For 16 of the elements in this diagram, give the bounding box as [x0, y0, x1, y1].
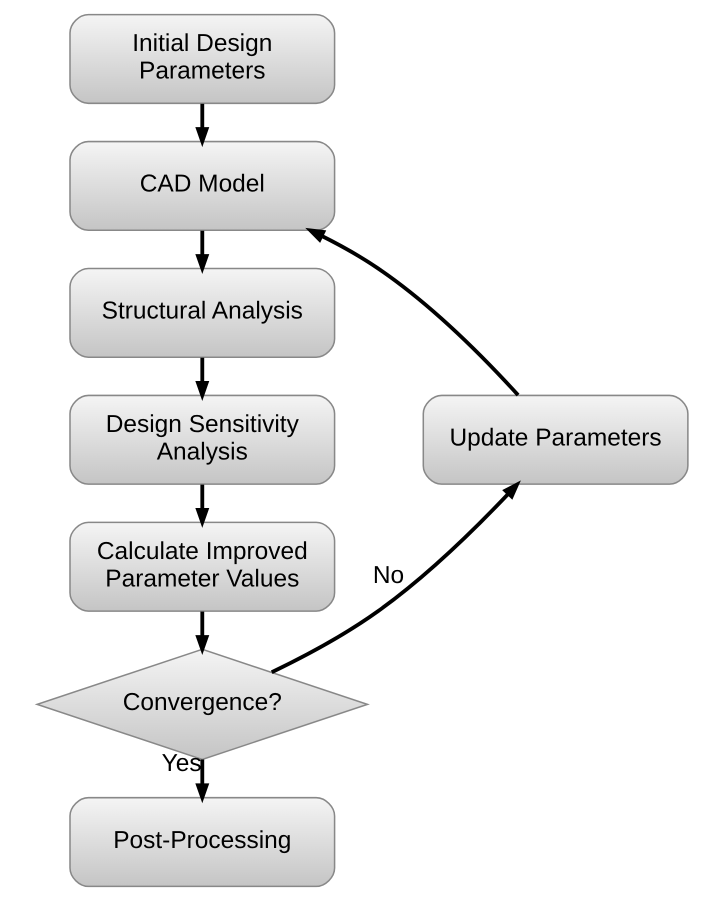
- node-box: Design Sensitivity Analysis: [68, 394, 335, 485]
- node-box: Calculate Improved Parameter Values: [68, 522, 335, 612]
- node-box: Initial Design Parameters: [68, 14, 335, 104]
- node-box: Update Parameters: [422, 394, 688, 485]
- arrow: [194, 230, 209, 274]
- node-box: CAD Model: [68, 140, 335, 232]
- edge-label: No: [372, 562, 404, 590]
- arrow: [270, 480, 520, 674]
- node-box: Post-Processing: [68, 796, 335, 888]
- node-box: Structural Analysis: [68, 268, 335, 358]
- arrow: [304, 228, 519, 396]
- arrow: [194, 484, 209, 528]
- arrow: [194, 612, 209, 656]
- arrow: [194, 759, 209, 804]
- arrow: [194, 104, 209, 148]
- arrow: [194, 358, 209, 401]
